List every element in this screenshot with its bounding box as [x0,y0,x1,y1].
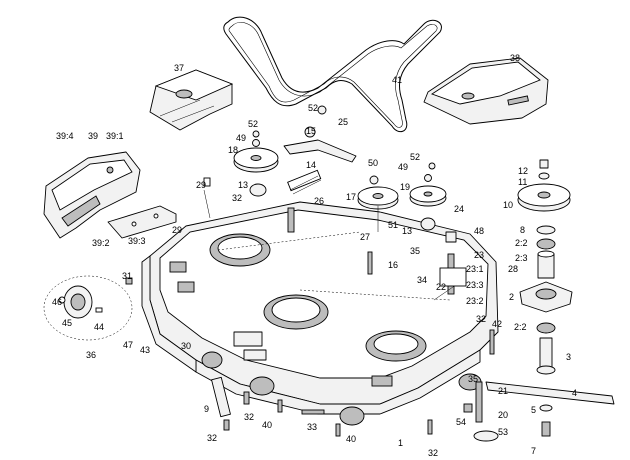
part-callouts: 1 2 2:2 2:2 2:3 3 4 5 7 8 9 10 11 12 13 … [52,53,577,458]
callout-label: 28 [508,264,518,274]
callout-label: 39:3 [128,236,146,246]
callout-label: 49 [398,162,408,172]
callout-label: 23:3 [466,280,484,290]
callout-label: 32 [232,193,242,203]
callout-label: 32 [244,412,254,422]
callout-label: 40 [346,434,356,444]
callout-label: 40 [262,420,272,430]
callout-label: 54 [456,417,466,427]
callout-label: 43 [140,345,150,355]
callout-label: 1 [398,438,403,448]
callout-label: 37 [174,63,184,73]
discharge-deflector [43,151,141,239]
callout-label: 2:3 [515,253,528,263]
callout-label: 32 [207,433,217,443]
callout-label: 2:2 [515,238,528,248]
callout-label: 16 [388,260,398,270]
callout-label: 14 [306,160,316,170]
callout-label: 25 [338,117,348,127]
callout-label: 20 [498,410,508,420]
idler-arm [283,105,357,233]
belt-cover-right [423,57,549,125]
pulley-19 [409,162,447,231]
callout-label: 2:2 [514,322,527,332]
callout-label: 24 [454,204,464,214]
pulley-10 [517,159,571,212]
callout-label: 29 [172,225,182,235]
callout-label: 10 [503,200,513,210]
callout-label: 26 [314,196,324,206]
callout-label: 17 [346,192,356,202]
callout-label: 52 [248,119,258,129]
callout-label: 2 [509,292,514,302]
callout-label: 48 [474,226,484,236]
mower-deck-shell [141,201,499,426]
callout-label: 53 [498,427,508,437]
callout-label: 8 [520,225,525,235]
callout-label: 35 [410,246,420,256]
callout-label: 13 [402,226,412,236]
callout-label: 9 [204,404,209,414]
callout-label: 31 [122,271,132,281]
callout-label: 45 [62,318,72,328]
callout-label: 32 [476,314,486,324]
callout-label: 3 [566,352,571,362]
callout-label: 23 [474,250,484,260]
callout-label: 47 [123,340,133,350]
deflector-bracket [107,205,177,239]
callout-label: 44 [94,322,104,332]
callout-label: 50 [368,158,378,168]
callout-label: 52 [410,152,420,162]
belt-cover-left [149,69,234,131]
deck-wheel-assembly [43,275,133,341]
callout-label: 15 [306,126,316,136]
callout-label: 36 [86,350,96,360]
callout-label: 32 [428,448,438,458]
callout-label: 29 [196,180,206,190]
callout-label: 27 [360,232,370,242]
callout-label: 42 [492,319,502,329]
callout-label: 49 [236,133,246,143]
pulley-18 [233,130,279,197]
callout-label: 5 [531,405,536,415]
callout-label: 41 [392,75,402,85]
callout-label: 33 [307,422,317,432]
drive-belt [223,16,442,133]
callout-label: 34 [417,275,427,285]
callout-label: 39:1 [106,131,124,141]
callout-label: 30 [181,341,191,351]
deck-hardware [125,177,499,442]
callout-label: 46 [52,297,62,307]
callout-label: 52 [308,103,318,113]
pulley-17 [357,175,399,232]
callout-label: 18 [228,145,238,155]
callout-label: 19 [400,182,410,192]
callout-label: 39 [88,131,98,141]
callout-label: 12 [518,166,528,176]
callout-label: 35 [468,374,478,384]
callout-label: 23:1 [466,264,484,274]
callout-label: 23:2 [466,296,484,306]
callout-label: 51 [388,220,398,230]
callout-label: 4 [572,388,577,398]
callout-label: 22 [436,282,446,292]
callout-label: 11 [518,177,527,187]
spindle-assembly [485,225,615,437]
callout-label: 39:2 [92,238,110,248]
callout-label: 7 [531,446,536,456]
callout-label: 21 [498,386,508,396]
callout-label: 38 [510,53,520,63]
callout-label: 13 [238,180,248,190]
callout-label: 39:4 [56,131,74,141]
